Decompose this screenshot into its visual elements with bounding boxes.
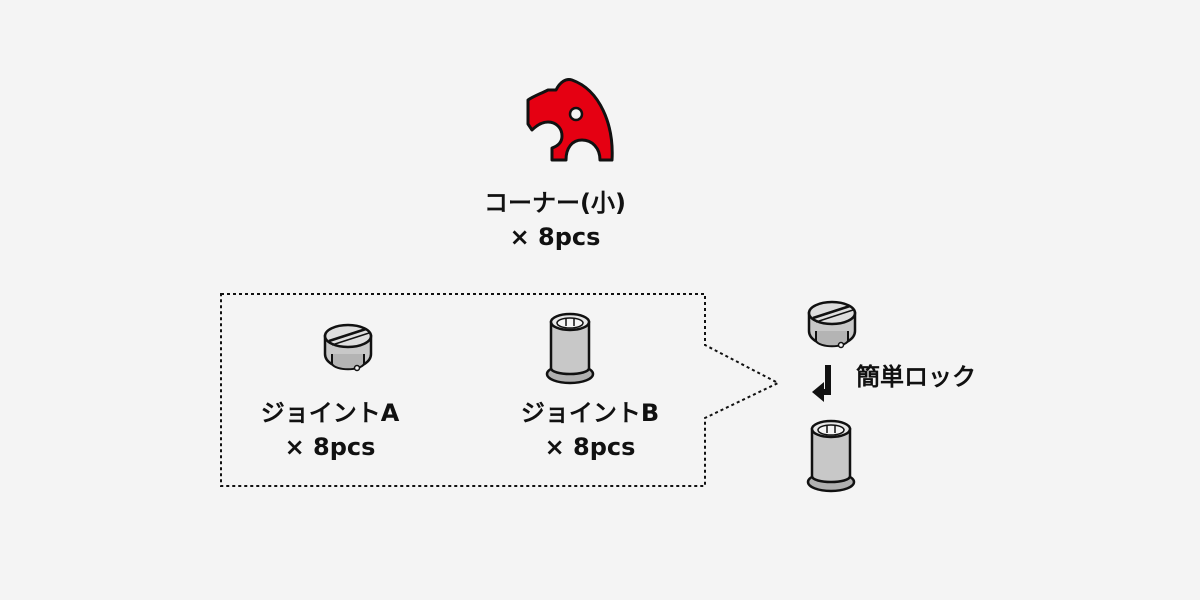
joint-a-qty: × 8pcs xyxy=(284,433,376,461)
callout-box xyxy=(220,293,781,487)
corner-qty: × 8pcs xyxy=(509,223,601,251)
easy-lock-label: 簡単ロック xyxy=(856,363,976,391)
corner-name: コーナー(小) xyxy=(484,189,626,217)
joint-a-label: ジョイントA × 8pcs xyxy=(230,396,430,464)
joint-a-icon xyxy=(323,323,373,372)
lock-joint-a-icon xyxy=(807,300,857,349)
arrow-down-icon xyxy=(812,365,831,402)
lock-joint-b-icon xyxy=(806,419,856,493)
corner-piece-icon xyxy=(526,78,614,162)
joint-b-label: ジョイントB × 8pcs xyxy=(490,396,690,464)
joint-b-name: ジョイントB xyxy=(520,399,660,427)
corner-label: コーナー(小) × 8pcs xyxy=(470,186,640,254)
joint-a-name: ジョイントA xyxy=(260,399,400,427)
joint-b-qty: × 8pcs xyxy=(544,433,636,461)
joint-b-icon xyxy=(545,312,595,385)
